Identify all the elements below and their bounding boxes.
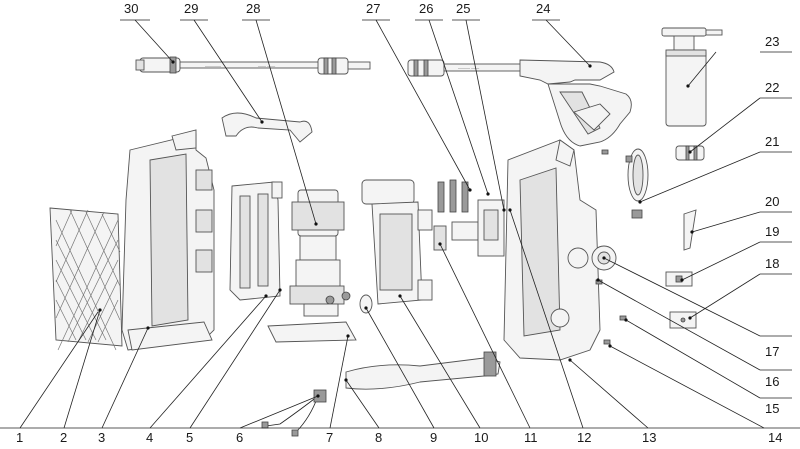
callout-28: 28 [246,1,260,16]
hose-reel-clip-21 [625,148,649,219]
callout-numbers: 30 29 28 27 26 25 24 23 22 21 20 19 18 1… [16,1,782,445]
switch-box-25 [477,199,505,257]
callout-6: 6 [236,430,243,445]
base-plate-7 [267,321,357,343]
motor-case-27 [361,179,433,305]
callout-17: 17 [765,344,779,359]
svg-text:—— ——: —— —— [258,63,275,68]
leader-lines [19,19,765,429]
callout-15: 15 [765,401,779,416]
callout-3: 3 [98,430,105,445]
callout-underlines [0,19,800,429]
callout-22: 22 [765,80,779,95]
svg-text:————: ———— [205,63,221,68]
motor-pump-assembly [289,189,351,317]
nozzle-hose-26: ——— —— [407,59,527,77]
bracket-18 [669,311,697,329]
power-cable [261,389,327,437]
callout-2: 2 [60,430,67,445]
front-grille-1 [49,207,123,351]
callout-25: 25 [456,1,470,16]
callout-11: 11 [524,430,538,445]
callout-23: 23 [765,34,779,49]
spray-gun-24 [519,59,632,147]
callout-29: 29 [184,1,198,16]
small-washer-9 [359,294,373,314]
foam-bottle-23 [661,27,723,127]
callout-26: 26 [419,1,433,16]
callout-14: 14 [768,430,782,445]
housing-left-2 [121,129,215,351]
callout-20: 20 [765,194,779,209]
callout-24: 24 [536,1,550,16]
callout-30: 30 [124,1,138,16]
svg-text:——— ——: ——— —— [458,65,479,70]
callout-16: 16 [765,374,779,389]
callout-1: 1 [16,430,23,445]
callout-7: 7 [326,430,333,445]
clip-19 [665,271,693,287]
lance-tube-29: ———— —— —— [179,61,321,69]
terminal-pins [433,179,479,251]
chassis-frame-4 [229,181,283,301]
hook-20 [683,209,697,251]
housing-right-13 [503,139,601,361]
callout-27: 27 [366,1,380,16]
callout-4: 4 [146,430,153,445]
callout-10: 10 [474,430,488,445]
nozzle-28 [317,57,371,75]
callout-19: 19 [765,224,779,239]
high-pressure-hose [345,351,501,390]
callout-18: 18 [765,256,779,271]
lance-extension-30 [135,56,181,74]
callout-13: 13 [642,430,656,445]
callout-9: 9 [430,430,437,445]
callout-5: 5 [186,430,193,445]
callout-21: 21 [765,134,779,149]
callout-8: 8 [375,430,382,445]
callout-12: 12 [577,430,591,445]
leader-dots [98,60,694,398]
carry-handle [221,112,313,143]
